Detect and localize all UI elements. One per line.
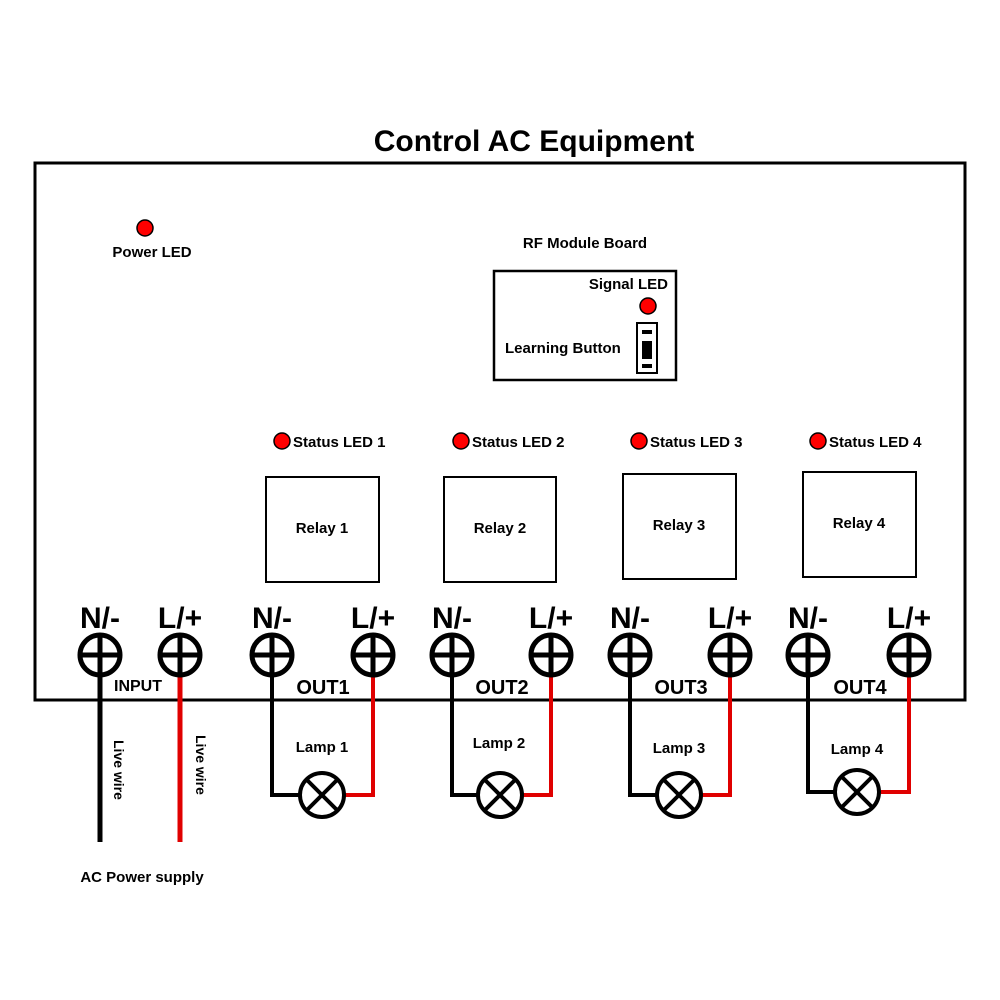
status-led-label: Status LED 4 — [829, 434, 922, 451]
signal-led-label: Signal LED — [589, 276, 668, 293]
live-wire-label: Live wire — [193, 735, 209, 795]
lamp-label: Lamp 3 — [653, 740, 706, 757]
status-led-1 — [273, 432, 291, 450]
input-l-terminal — [160, 635, 200, 675]
relay-1 — [265, 476, 380, 583]
relay-label: Relay 2 — [474, 520, 527, 537]
relay-4 — [802, 471, 917, 578]
out1-l-terminal — [353, 635, 393, 675]
relay-3 — [622, 473, 737, 580]
rf-module-label: RF Module Board — [523, 235, 647, 252]
relay-label: Relay 1 — [296, 520, 349, 537]
output-label: OUT3 — [654, 677, 707, 699]
out3-l-terminal — [710, 635, 750, 675]
terminal-l-label: L/+ — [158, 602, 202, 635]
controller-board — [33, 161, 967, 702]
input-n-terminal — [80, 635, 120, 675]
out1-n-terminal — [252, 635, 292, 675]
ac-power-supply-label: AC Power supply — [80, 869, 204, 886]
out2-n-terminal — [432, 635, 472, 675]
terminal-n-label: N/- — [610, 602, 650, 635]
terminal-n-label: N/- — [80, 602, 120, 635]
status-led-2 — [452, 432, 470, 450]
relay-label: Relay 4 — [833, 515, 886, 532]
wires — [97, 655, 911, 842]
live-wire-label: Live wire — [111, 740, 127, 800]
out4-l-terminal — [889, 635, 929, 675]
terminal-l-label: L/+ — [708, 602, 752, 635]
power-led — [136, 219, 154, 237]
status-led-label: Status LED 2 — [472, 434, 565, 451]
lamp-4 — [833, 768, 881, 816]
learning-button[interactable] — [636, 322, 658, 374]
lamp-label: Lamp 2 — [473, 735, 526, 752]
lamp-1 — [298, 771, 346, 819]
lamp-3 — [655, 771, 703, 819]
terminal-l-label: L/+ — [529, 602, 573, 635]
diagram-title: Control AC Equipment — [374, 125, 695, 158]
input-label: INPUT — [114, 678, 162, 695]
lamp-2 — [476, 771, 524, 819]
output-label: OUT4 — [833, 677, 887, 699]
terminal-l-label: L/+ — [351, 602, 395, 635]
relay-label: Relay 3 — [653, 517, 706, 534]
output-label: OUT2 — [475, 677, 528, 699]
signal-led — [639, 297, 657, 315]
out3-n-terminal — [610, 635, 650, 675]
learning-button-label: Learning Button — [505, 340, 621, 357]
rf-module-board — [492, 269, 678, 382]
status-led-4 — [809, 432, 827, 450]
output-label: OUT1 — [296, 677, 349, 699]
terminal-n-label: N/- — [432, 602, 472, 635]
terminal-n-label: N/- — [252, 602, 292, 635]
status-led-3 — [630, 432, 648, 450]
status-led-label: Status LED 3 — [650, 434, 743, 451]
lamp-label: Lamp 4 — [831, 741, 884, 758]
out4-n-terminal — [788, 635, 828, 675]
lamp-label: Lamp 1 — [296, 739, 349, 756]
terminal-n-label: N/- — [788, 602, 828, 635]
status-led-label: Status LED 1 — [293, 434, 386, 451]
out2-l-terminal — [531, 635, 571, 675]
power-led-label: Power LED — [112, 244, 191, 261]
relay-2 — [443, 476, 557, 583]
terminal-l-label: L/+ — [887, 602, 931, 635]
